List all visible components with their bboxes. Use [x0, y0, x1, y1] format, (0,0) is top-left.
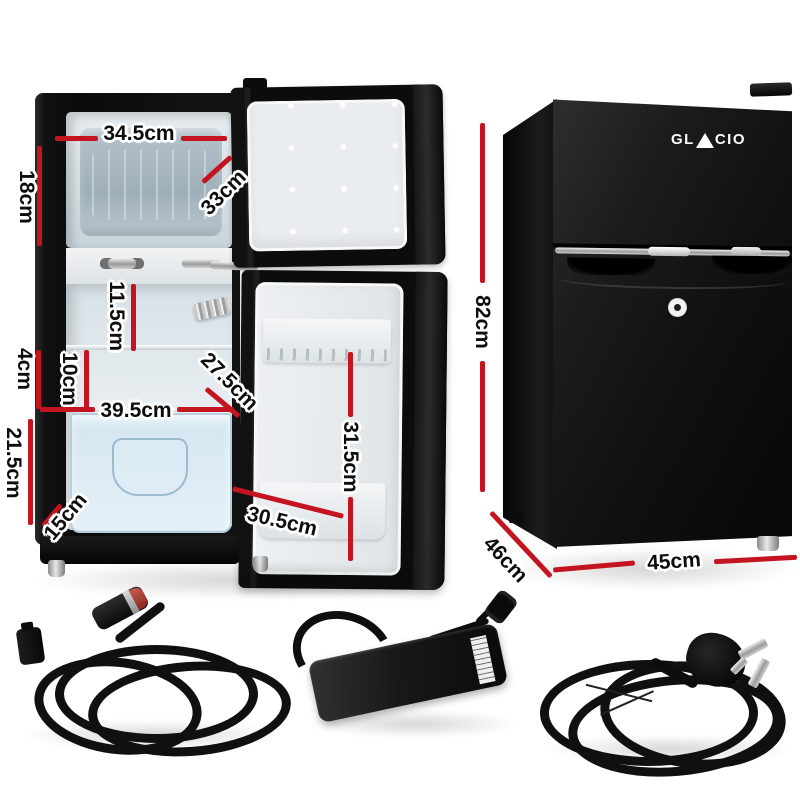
fridge-door-edge — [412, 271, 448, 591]
dimension-line — [84, 350, 89, 409]
brand-logo-right: CIO — [714, 131, 747, 148]
freezer-door-open — [230, 84, 446, 268]
hinge-bracket — [100, 258, 144, 269]
dimension-line — [37, 146, 42, 246]
fridge-foot — [509, 510, 523, 523]
dimension-label-interior-width: 39.5cm — [100, 399, 172, 422]
floor-reflection — [30, 560, 450, 600]
dimension-label-height: 82cm — [471, 295, 494, 349]
door-lip-curve — [558, 269, 788, 291]
dimension-line — [348, 497, 353, 561]
dimension-line — [348, 352, 353, 417]
shelf-edge — [66, 408, 232, 412]
dimension-line — [40, 407, 95, 412]
dimension-label-upper-section: 11.5cm — [105, 280, 128, 352]
adapter-label — [467, 631, 499, 688]
handle-clip — [647, 246, 691, 257]
freezer-tray — [80, 128, 222, 236]
open-fridge-base — [40, 536, 240, 564]
dimension-label-freezer-width: 34.5cm — [103, 122, 175, 145]
mountain-icon — [695, 133, 714, 148]
dimension-line — [28, 419, 33, 525]
dimension-label-width: 45cm — [646, 548, 702, 575]
cable-coil — [540, 660, 758, 766]
floor-reflection — [500, 548, 800, 590]
brand-logo-left: GL — [671, 131, 695, 148]
keyhole-lock — [668, 298, 687, 317]
wire-shelf — [66, 345, 232, 350]
dimension-line — [55, 136, 98, 141]
freezer-door-edge — [412, 84, 446, 265]
connector-nub — [20, 621, 34, 632]
bottle-rack-ribs — [266, 348, 387, 362]
dimension-line — [177, 407, 234, 412]
brand-logo: GL CIO — [671, 131, 746, 148]
dimension-label-shelf-spacing: 10cm — [58, 352, 81, 406]
hinge-bracket — [182, 259, 220, 268]
cable-coil — [55, 645, 258, 743]
dimension-line — [36, 350, 41, 409]
closed-fridge-side-panel — [503, 99, 557, 549]
dimension-label-door-gap: 4cm — [13, 347, 36, 391]
dimension-label-door-shelf-height: 31.5cm — [339, 421, 362, 493]
fridge-foot — [48, 560, 65, 577]
dimension-line — [181, 136, 227, 141]
freezer-tray-ribs — [92, 150, 210, 220]
freezer-door-inner-panel — [246, 98, 408, 252]
dc-connector — [15, 621, 46, 666]
closed-fridge-front: GL CIO — [553, 99, 792, 547]
crisper-handle-recess — [112, 438, 188, 496]
door-foot — [253, 556, 268, 572]
keyhole-icon — [674, 304, 681, 311]
fridge-foot — [757, 536, 779, 551]
dimension-line — [131, 284, 136, 351]
dimension-label-freezer-height: 18cm — [15, 170, 38, 224]
dimension-line — [480, 361, 485, 492]
top-hinge-cap — [749, 82, 793, 97]
dimension-label-lower-section: 21.5cm — [2, 427, 25, 499]
dimension-line — [480, 123, 485, 283]
